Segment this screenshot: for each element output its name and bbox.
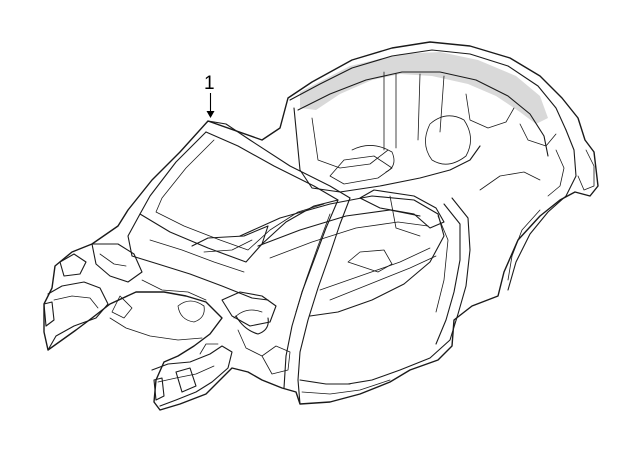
cowl: [127, 213, 269, 301]
body-shell-artwork: [43, 41, 599, 411]
callout-1: 1: [204, 73, 215, 118]
windshield-frame-inner: [205, 131, 339, 201]
rear-deck-inner: [297, 71, 549, 157]
right-strut-tower: [221, 291, 277, 327]
windshield-opening: [139, 131, 339, 263]
callout-1-arrowhead: [206, 111, 215, 118]
rear-deck-shade: [300, 52, 548, 124]
front-left-rail: [47, 281, 109, 351]
door-opening: [325, 197, 471, 385]
a-pillar: [297, 197, 351, 405]
windshield-frame-outer: [207, 120, 351, 199]
left-strut-tower: [91, 243, 143, 283]
rocker-sill: [299, 379, 351, 385]
floor-pan: [239, 195, 445, 317]
rear-quarter-panel: [507, 129, 577, 291]
front-right-rail: [151, 345, 233, 407]
body-outline: [43, 41, 599, 411]
callout-1-label: 1: [204, 73, 215, 94]
rear-bulkhead: [293, 107, 481, 193]
rear-deck-edge: [289, 49, 567, 131]
